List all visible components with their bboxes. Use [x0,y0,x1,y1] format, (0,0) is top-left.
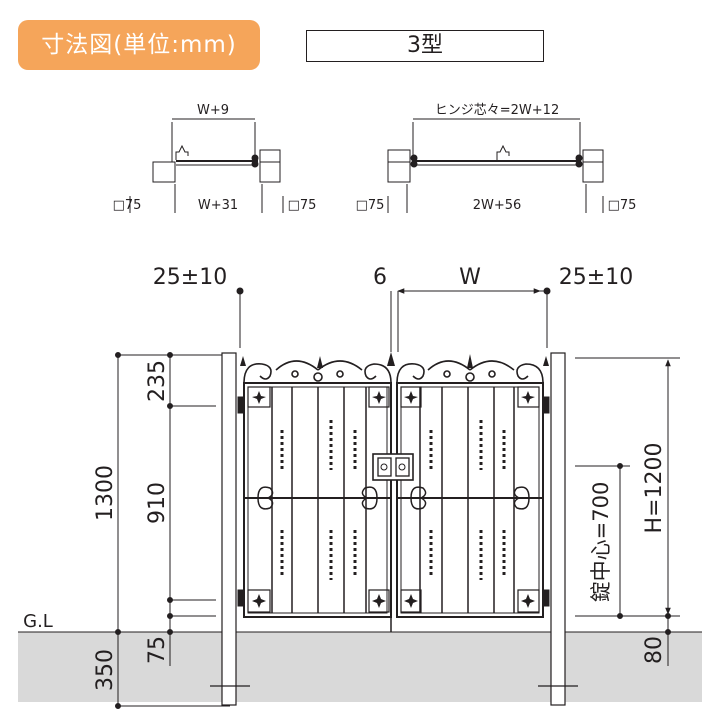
bottom-gap-dim: 75 [145,636,170,664]
plan-double-bottom-dim: 2W+56 [473,198,522,213]
type-label-box: 3型 [306,30,544,62]
plan-double-post-left: □75 [356,198,385,213]
title-badge: 寸法図(単位:mm) [18,20,260,70]
plan-double-post-right: □75 [608,198,637,213]
plan-double [387,118,604,213]
post-right [550,352,566,706]
gate-posts [210,352,578,706]
left-dimensions [115,352,230,709]
main-section-dim: 910 [145,482,170,524]
right-dimensions [575,357,680,666]
plan-single-top-dim: W+9 [197,103,229,118]
lock-center-dim: 錠中心=700 [589,482,613,603]
clear-left-dim: 25±10 [153,265,227,290]
plan-single-post-left: □75 [113,198,142,213]
clear-right-dim: 25±10 [559,265,633,290]
plan-double-top-dim: ヒンジ芯々=2W+12 [435,103,559,118]
top-section-dim: 235 [145,360,170,402]
ground-label: G.L [23,611,53,632]
ground-clearance-dim: 80 [642,636,667,664]
lock-handle [372,453,414,481]
plan-single [129,118,284,213]
width-dim: W [459,265,481,290]
plan-single-bottom-dim: W+31 [198,198,238,213]
total-height-dim: 1300 [93,465,118,521]
plan-single-post-right: □75 [288,198,317,213]
post-left [221,352,237,706]
ground-area [18,632,702,702]
gate-height-dim: H=1200 [642,443,667,534]
top-dimensions [236,287,551,352]
gate-leaves [237,352,550,632]
gap-center-dim: 6 [373,265,387,290]
embed-depth-dim: 350 [93,649,118,691]
